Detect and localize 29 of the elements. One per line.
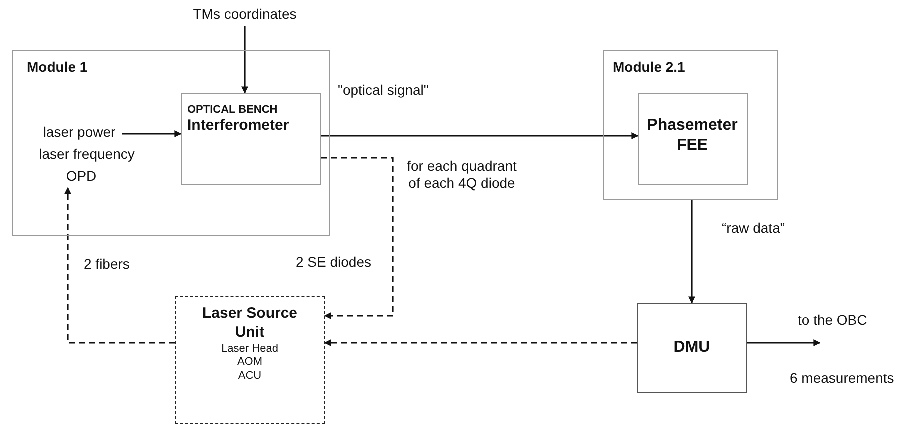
arrow bbox=[242, 26, 248, 94]
box-title: Laser Source Unit bbox=[201, 305, 299, 342]
module-box bbox=[603, 50, 778, 200]
module-title: Module 1 bbox=[27, 59, 88, 76]
dashed-unit-box bbox=[175, 296, 325, 424]
signal-label: OPD bbox=[66, 168, 97, 185]
box-title: Phasemeter FEE bbox=[646, 116, 739, 156]
arrow bbox=[321, 132, 639, 140]
arrow bbox=[747, 340, 821, 346]
dashed-arrow bbox=[324, 340, 637, 346]
box-title: DMU bbox=[674, 338, 710, 358]
input-label: TMs coordinates bbox=[193, 6, 297, 24]
component-name: ACU bbox=[238, 370, 262, 384]
edge-label: "optical signal" bbox=[338, 82, 429, 99]
process-box bbox=[638, 92, 748, 184]
box-heading: OPTICAL BENCH bbox=[188, 104, 278, 118]
module-box bbox=[12, 50, 330, 236]
arrow bbox=[122, 130, 182, 138]
dashed-arrow bbox=[321, 157, 394, 320]
component-name: AOM bbox=[237, 356, 263, 370]
dashed-arrow bbox=[64, 187, 175, 344]
process-box bbox=[637, 303, 747, 393]
module-title: Module 2.1 bbox=[613, 59, 686, 76]
arrow bbox=[688, 200, 696, 304]
component-name: Laser Head bbox=[222, 342, 278, 356]
signal-label: laser frequency bbox=[39, 146, 135, 163]
signal-label: laser power bbox=[43, 124, 116, 141]
process-box bbox=[180, 92, 320, 184]
box-title: Interferometer bbox=[188, 117, 290, 136]
